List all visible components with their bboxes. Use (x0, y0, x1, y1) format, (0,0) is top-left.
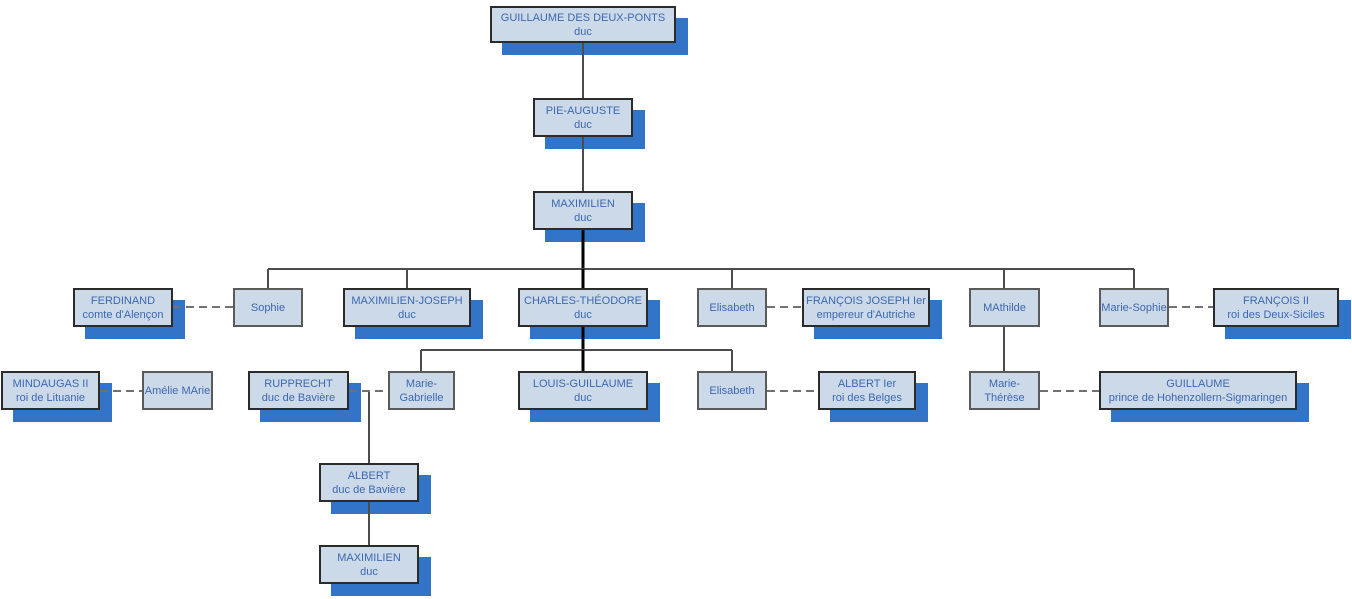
person-name: MINDAUGAS II (12, 377, 89, 390)
person-title: empereur d'Autriche (816, 308, 916, 321)
person-name: Marie-Sophie (1101, 301, 1167, 314)
person-name: FRANÇOIS II (1242, 294, 1309, 307)
person-name: RUPPRECHT (264, 377, 333, 390)
person-name: Elisabeth (709, 301, 755, 314)
person-title: Gabrielle (399, 391, 444, 404)
node-marie-gabrielle[interactable]: Marie-Gabrielle (388, 371, 455, 410)
person-name: CHARLES-THÉODORE (524, 294, 642, 307)
node-marie-sophie[interactable]: Marie-Sophie (1099, 288, 1169, 327)
person-name: FRANÇOIS JOSEPH Ier (806, 294, 926, 307)
node-mathilde[interactable]: MAthilde (969, 288, 1040, 327)
person-title: duc (574, 308, 592, 321)
person-name: ALBERT Ier (837, 377, 897, 390)
person-name: Amélie MArie (144, 384, 211, 397)
person-title: Thérèse (984, 391, 1025, 404)
person-name: GUILLAUME (1166, 377, 1230, 390)
person-name: GUILLAUME DES DEUX-PONTS (500, 11, 666, 24)
node-sophie[interactable]: Sophie (233, 288, 303, 327)
person-name: Marie- (405, 377, 438, 390)
person-title: duc (574, 211, 592, 224)
person-name: MAXIMILIEN-JOSEPH (351, 294, 463, 307)
node-elisabeth-2[interactable]: Elisabeth (697, 371, 767, 410)
node-elisabeth[interactable]: Elisabeth (697, 288, 767, 327)
person-title: duc (398, 308, 416, 321)
person-title: roi de Lituanie (15, 391, 86, 404)
person-name: PIE-AUGUSTE (545, 104, 621, 117)
node-amelie-marie[interactable]: Amélie MArie (142, 371, 213, 410)
person-name: Elisabeth (709, 384, 755, 397)
person-name: Sophie (250, 301, 286, 314)
person-title: duc de Bavière (332, 483, 406, 496)
person-title: roi des Deux-Siciles (1227, 308, 1325, 321)
person-name: FERDINAND (90, 294, 156, 307)
person-title: duc (574, 391, 592, 404)
person-title: duc (360, 565, 378, 578)
person-name: MAXIMILIEN (337, 551, 401, 564)
person-name: Marie- (988, 377, 1021, 390)
person-title: comte d'Alençon (82, 308, 164, 321)
person-name: LOUIS-GUILLAUME (532, 377, 634, 390)
person-title: prince de Hohenzollern-Sigmaringen (1108, 391, 1288, 404)
person-title: roi des Belges (832, 391, 902, 404)
person-name: MAXIMILIEN (551, 197, 615, 210)
person-title: duc (574, 118, 592, 131)
person-title: duc de Bavière (261, 391, 336, 404)
person-name: MAthilde (983, 301, 1026, 314)
person-name: ALBERT (347, 469, 391, 482)
person-title: duc (574, 25, 592, 38)
node-marie-therese[interactable]: Marie-Thérèse (969, 371, 1040, 410)
